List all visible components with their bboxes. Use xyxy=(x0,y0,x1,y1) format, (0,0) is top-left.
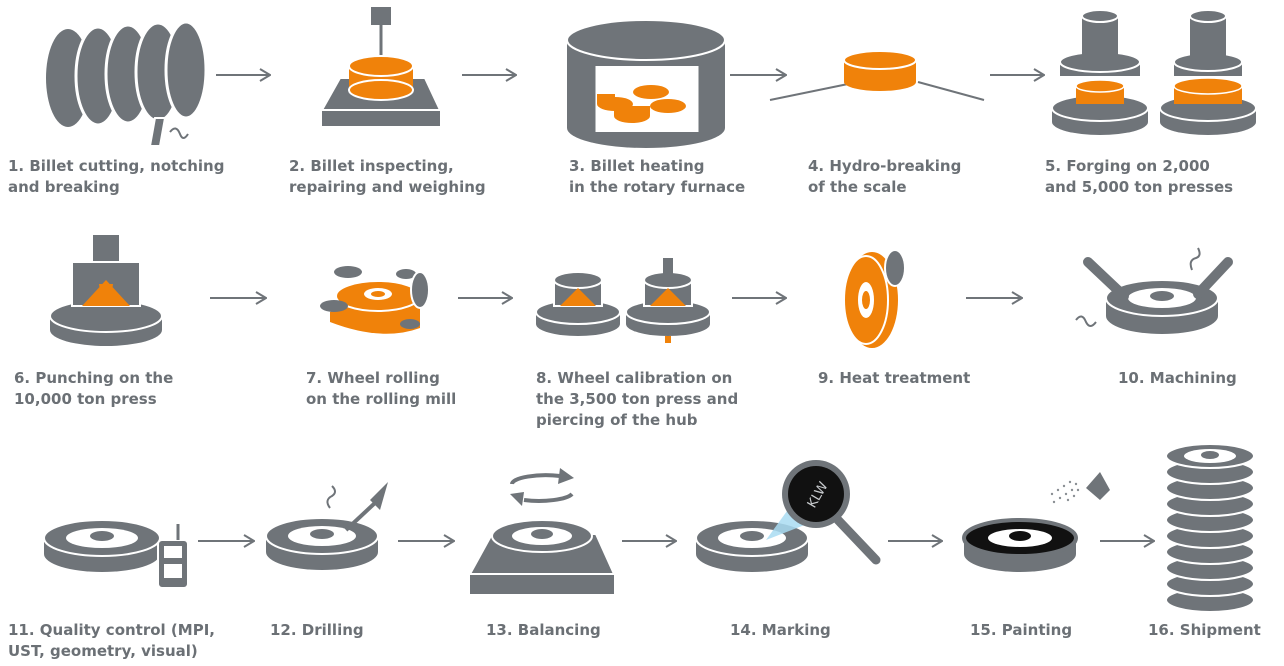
step-10-label: 10. Machining xyxy=(1118,369,1237,387)
step-13-label: 13. Balancing xyxy=(486,621,601,639)
rolling-mill-illustration xyxy=(320,266,430,334)
forging-illustration xyxy=(1051,9,1257,135)
step-5-label: 5. Forging on 2,000 and 5,000 ton presse… xyxy=(1045,157,1234,196)
step-3-label: 3. Billet heating in the rotary furnace xyxy=(569,157,746,196)
machining-illustration xyxy=(1075,247,1233,334)
step-2-label: 2. Billet inspecting, repairing and weig… xyxy=(289,157,486,196)
step-8-label: 8. Wheel calibration on the 3,500 ton pr… xyxy=(536,369,739,429)
step-6-label: 6. Punching on the 10,000 ton press xyxy=(14,369,174,408)
marking-illustration: KLW xyxy=(695,460,881,572)
punching-illustration xyxy=(49,233,163,346)
step-7-label: 7. Wheel rolling on the rolling mill xyxy=(306,369,457,408)
step-15-label: 15. Painting xyxy=(970,621,1073,639)
painting-illustration xyxy=(962,472,1110,572)
hydro-breaking-illustration xyxy=(769,50,985,101)
step-16-label: 16. Shipment xyxy=(1148,621,1261,639)
calibration-illustration xyxy=(535,258,711,343)
step-4-label: 4. Hydro-breaking of the scale xyxy=(808,157,962,196)
billet-weighing-illustration xyxy=(320,7,442,126)
billet-cutting-illustration xyxy=(46,20,208,147)
step-11-label: 11. Quality control (MPI, UST, geometry,… xyxy=(8,621,215,660)
rotary-furnace-illustration xyxy=(566,19,726,148)
balancing-illustration xyxy=(468,468,616,594)
step-9-label: 9. Heat treatment xyxy=(818,369,971,387)
drilling-illustration xyxy=(265,482,388,570)
shipment-illustration xyxy=(1165,443,1255,613)
quality-control-illustration xyxy=(43,519,189,589)
step-14-label: 14. Marking xyxy=(730,621,831,639)
heat-treatment-illustration xyxy=(843,249,906,348)
step-1-label: 1. Billet cutting, notching and breaking xyxy=(8,157,225,196)
step-12-label: 12. Drilling xyxy=(270,621,364,639)
flow-arrows xyxy=(198,75,1154,541)
